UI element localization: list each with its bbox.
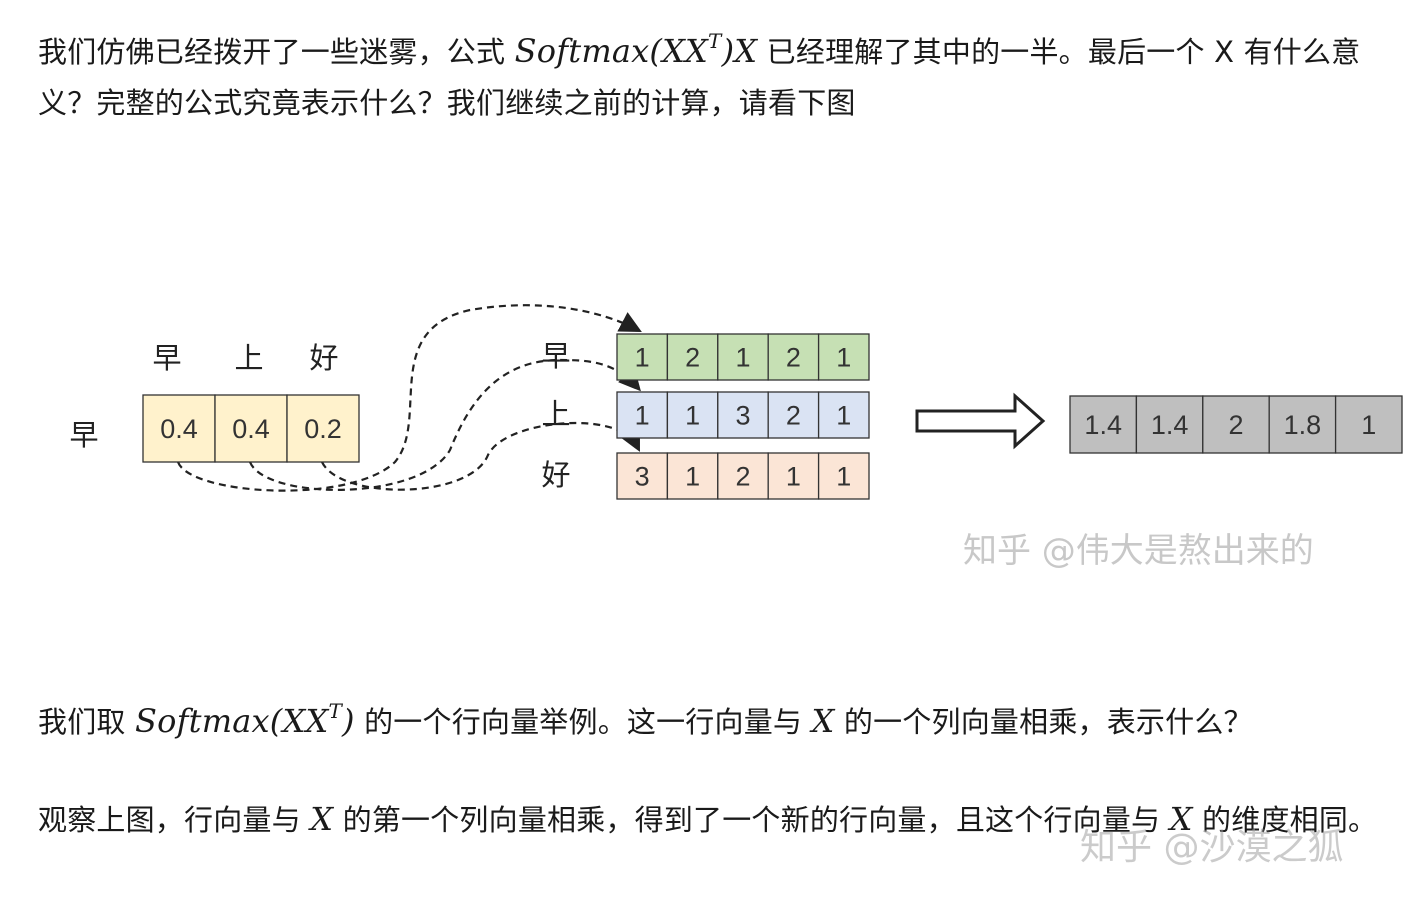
result-cell-2-value: 2 bbox=[1228, 410, 1243, 440]
matrix-cell-2-0-box bbox=[616, 452, 669, 500]
matrix-cell-2-3-value: 1 bbox=[786, 462, 801, 492]
weight-cell-2-value: 0.2 bbox=[304, 414, 342, 444]
matrix-cell-1-1-value: 1 bbox=[685, 401, 700, 431]
watermark-bottom: 知乎 @沙漠之狐 bbox=[1080, 827, 1344, 868]
col-header-shang: 上 bbox=[234, 341, 263, 375]
matrix-cell-1-0-box bbox=[616, 391, 669, 439]
paragraph-question: 我们取 Softmax(XXT) 的一个行向量举例。这一行向量与 X 的一个列向… bbox=[38, 699, 1253, 740]
formula-x-3: X bbox=[1169, 800, 1193, 838]
matrix-row-label-1: 上 bbox=[541, 397, 570, 431]
matrix-cell-1-2-box bbox=[717, 391, 769, 439]
result-cell-1-box bbox=[1135, 395, 1204, 454]
col-header-zao: 早 bbox=[152, 341, 181, 375]
result-cell-1-value: 1.4 bbox=[1151, 410, 1189, 440]
connector-curve-2 bbox=[248, 358, 641, 491]
matrix-cell-2-1-box bbox=[666, 452, 719, 500]
attention-figure: 早 上 好 早 0.4 0.4 0.2 早 1 2 1 2 1 上 1 1 3 2 1 好 3 1 2 1 1 1.4… bbox=[69, 304, 1403, 571]
watermark-figure: 知乎 @伟大是熬出来的 bbox=[963, 531, 1314, 571]
weights-row: 0.4 0.4 0.2 bbox=[142, 394, 360, 463]
matrix-cell-1-4-box bbox=[817, 391, 870, 439]
matrix-cell-0-0-value: 1 bbox=[635, 343, 650, 373]
matrix-row-label-0: 早 bbox=[541, 339, 570, 373]
formula-softmax: Softmax(XXT)X bbox=[514, 29, 758, 70]
matrix-cell-1-1-box bbox=[666, 391, 719, 439]
matrix-cell-2-2-box bbox=[717, 452, 769, 500]
matrix-cell-1-2-value: 3 bbox=[735, 401, 750, 431]
paragraph-intro: 我们仿佛已经拨开了一些迷雾，公式 Softmax(XXT)X 已经理解了其中的一… bbox=[38, 29, 1361, 120]
result-cell-0-value: 1.4 bbox=[1084, 410, 1122, 440]
weight-cell-2-box bbox=[286, 394, 360, 463]
connector-curve-3 bbox=[321, 421, 640, 491]
matrix-cell-2-3-box bbox=[767, 452, 820, 500]
matrix-cell-0-4-value: 1 bbox=[836, 343, 851, 373]
result-cell-3-value: 1.8 bbox=[1284, 410, 1322, 440]
result-cell-4-box bbox=[1334, 395, 1403, 454]
matrix-row-label-2: 好 bbox=[541, 458, 570, 492]
matrix-cell-0-4-box bbox=[817, 333, 870, 381]
row-label-zao: 早 bbox=[69, 418, 98, 452]
matrix-cell-1-0-value: 1 bbox=[635, 401, 650, 431]
matrix-cell-0-3-value: 2 bbox=[786, 343, 801, 373]
result-cell-4-value: 1 bbox=[1361, 410, 1376, 440]
matrix-cell-2-2-value: 2 bbox=[735, 462, 750, 492]
matrix-cell-1-3-value: 2 bbox=[786, 401, 801, 431]
result-row: 1.4 1.4 2 1.8 1 bbox=[1069, 395, 1403, 454]
matrix-cell-2-4-box bbox=[817, 452, 870, 500]
arrow-right-icon bbox=[915, 392, 1046, 450]
matrix-x: 早 1 2 1 2 1 上 1 1 3 2 1 好 3 1 2 1 1 bbox=[541, 333, 870, 500]
result-cell-0-box bbox=[1069, 395, 1138, 454]
paragraph-observation: 观察上图，行向量与 X 的第一个列向量相乘，得到了一个新的行向量，且这个行向量与… bbox=[38, 800, 1378, 838]
result-cell-2-box bbox=[1202, 395, 1270, 454]
formula-x: X bbox=[811, 702, 835, 740]
connector-curve-1 bbox=[176, 304, 642, 492]
weight-cell-0-value: 0.4 bbox=[160, 414, 198, 444]
weight-cell-1-value: 0.4 bbox=[232, 414, 270, 444]
weight-cell-1-box bbox=[214, 394, 288, 463]
matrix-cell-2-1-value: 1 bbox=[685, 462, 700, 492]
matrix-cell-0-2-value: 1 bbox=[735, 343, 750, 373]
matrix-cell-2-0-value: 3 bbox=[635, 462, 650, 492]
formula-softmax-2: Softmax(XXT) bbox=[135, 699, 355, 740]
col-header-hao: 好 bbox=[309, 341, 338, 375]
matrix-cell-2-4-value: 1 bbox=[836, 462, 851, 492]
matrix-cell-0-1-value: 2 bbox=[685, 343, 700, 373]
formula-x-2: X bbox=[310, 800, 334, 838]
matrix-cell-1-4-value: 1 bbox=[836, 401, 851, 431]
